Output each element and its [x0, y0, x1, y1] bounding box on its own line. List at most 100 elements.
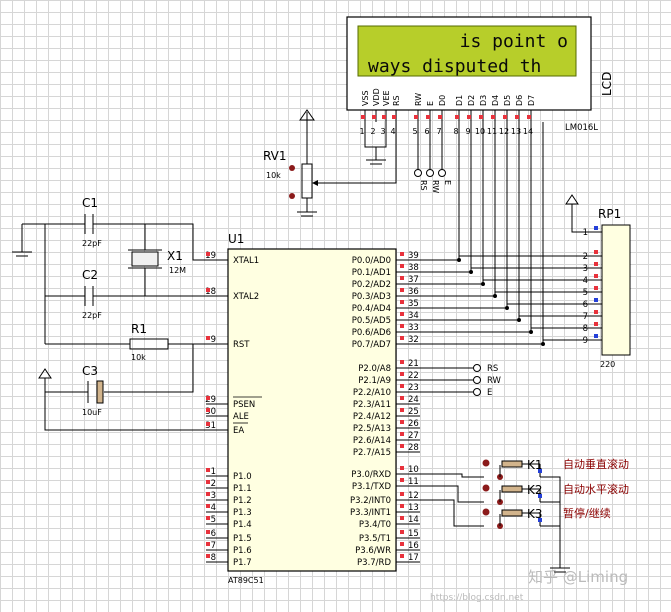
pin-marker [400, 530, 404, 534]
vee-wire [320, 122, 397, 184]
u1-right-pins: 39P0.0/AD038P0.1/AD137P0.2/AD236P0.3/AD3… [350, 251, 420, 568]
lcd-pin-name: D7 [527, 95, 536, 106]
u1-pin-number: 5 [211, 515, 216, 525]
bus-to-rp1-wire [506, 303, 592, 308]
rp1-pin-number: 9 [583, 336, 588, 346]
junction-dot [457, 258, 461, 262]
u1-pin-name: EA [233, 426, 244, 436]
pin-marker [206, 252, 210, 256]
u1-pin-name: P3.2/INT0 [350, 496, 391, 506]
wiper-arrow-icon [312, 180, 318, 186]
watermark-url: https://blog.csdn.net [430, 593, 524, 603]
key-dot-icon [482, 459, 490, 467]
u1-model: AT89C51 [228, 576, 264, 585]
lcd-pin-name: VDD [372, 88, 381, 106]
u1-pin-number: 1 [211, 467, 216, 477]
c3-ref: C3 [82, 364, 98, 378]
u1-pin-name: P0.3/AD3 [352, 292, 391, 302]
pin-marker [400, 396, 404, 400]
u1-pin-name: P3.5/T1 [359, 534, 391, 544]
pin-marker [400, 554, 404, 558]
u1-pin-number: 34 [408, 311, 419, 321]
control-terminal-label: E [487, 388, 492, 398]
u1-pin-number: 2 [211, 479, 216, 489]
reset-circuit[interactable]: R1 10k C3 10uF [38, 322, 228, 431]
key-actuator [501, 485, 523, 493]
u1-pin-number: 4 [211, 503, 216, 513]
u1-pin-name: P1.7 [233, 558, 252, 568]
key-label: 自动垂直滚动 [563, 457, 629, 471]
pin-marker [594, 310, 598, 314]
u1-pin-name: P2.1/A9 [358, 376, 391, 386]
vcc-arrow-icon [38, 368, 52, 379]
lcd-rw-terminal [426, 169, 434, 177]
junction-dot [505, 306, 509, 310]
pin-marker [372, 115, 376, 119]
junction-dot [469, 270, 473, 274]
lcd-pin-number: 5 [412, 127, 417, 136]
bus-to-rp1-wire [458, 255, 592, 260]
lcd-rs-terminal-label: RS [419, 180, 428, 191]
u1-pin-name: PSEN [233, 400, 255, 410]
lcd-pin-name: D2 [467, 95, 476, 106]
rv1-potentiometer[interactable]: RV1 10k [263, 109, 320, 217]
pin-marker [400, 542, 404, 546]
u1-pin-number: 38 [408, 263, 419, 273]
pin-marker [400, 372, 404, 376]
lcd-module[interactable]: is point o ways disputed th LCD LM016L V… [346, 16, 614, 136]
pin-marker [400, 432, 404, 436]
lcd-pin-number: 3 [380, 127, 385, 136]
pin-marker [426, 115, 430, 119]
r1-value: 10k [131, 353, 146, 362]
rp1-pin-number: 3 [583, 264, 588, 274]
pin-marker [491, 115, 495, 119]
pin-marker [594, 250, 598, 254]
lcd-pin-name: RS [392, 95, 401, 106]
pin-marker [594, 274, 598, 278]
junction-dot [481, 282, 485, 286]
junction-dot [517, 318, 521, 322]
u1-pin-name: P3.6/WR [355, 546, 391, 556]
pin-marker [400, 288, 404, 292]
u1-pin-number: 16 [408, 541, 419, 551]
rp1-pin-number: 5 [583, 288, 588, 298]
pin-marker [206, 408, 210, 412]
pin-marker [594, 262, 598, 266]
u1-pin-name: P3.3/INT1 [350, 508, 391, 518]
u1-pin-number: 7 [211, 541, 216, 551]
bus-to-rp1-wire [518, 315, 592, 320]
u1-pin-number: 13 [408, 503, 419, 513]
u1-pin-name: P3.1/TXD [352, 482, 392, 492]
pin-marker [414, 115, 418, 119]
u1-pin-number: 9 [211, 335, 216, 345]
r1-body [129, 338, 169, 350]
pin-marker [594, 298, 598, 302]
u1-pin-number: 35 [408, 299, 419, 309]
pin-marker [400, 324, 404, 328]
u1-pin-name: P1.6 [233, 546, 252, 556]
u1-pin-number: 11 [408, 477, 419, 487]
c2-value: 22pF [82, 311, 102, 320]
rv1-body [301, 163, 313, 199]
u1-pin-name: P1.4 [233, 520, 252, 530]
pin-marker [515, 115, 519, 119]
x1-crystal-body [131, 251, 159, 267]
lcd-rs-terminal [414, 169, 422, 177]
rp1-pin-number: 7 [583, 312, 588, 322]
key-ref: K2 [527, 483, 543, 497]
lcd-pin-number: 8 [453, 127, 458, 136]
oscillator-circuit[interactable]: C1 22pF C2 22pF X1 12M [12, 196, 228, 344]
pin-marker [206, 468, 210, 472]
ea-wire [44, 392, 228, 431]
pin-marker [206, 396, 210, 400]
u1-pin-name: RST [233, 340, 250, 350]
